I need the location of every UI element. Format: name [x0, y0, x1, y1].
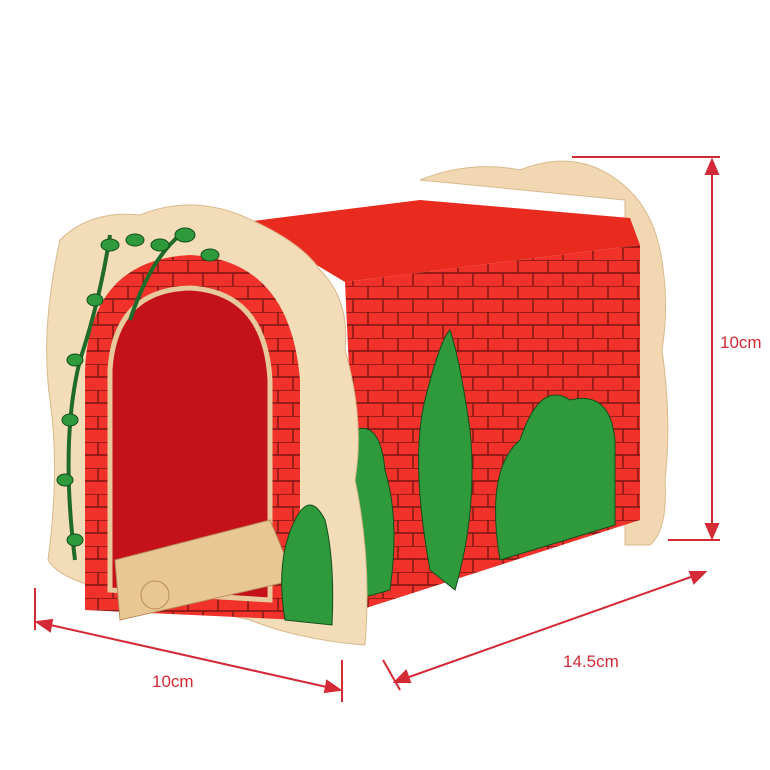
length-dimension-label: 14.5cm	[563, 652, 619, 671]
tunnel-opening	[107, 285, 273, 603]
front-bush	[281, 504, 334, 626]
height-dimension-label: 10cm	[720, 333, 762, 352]
side-tree	[418, 329, 473, 591]
width-dimension-label: 10cm	[152, 672, 194, 691]
back-wood-panel	[419, 160, 669, 546]
side-bush-right	[495, 394, 616, 561]
tunnel-roof	[245, 200, 640, 282]
track-peg	[140, 580, 170, 610]
ivy-leaves	[56, 227, 220, 547]
dimension-lines	[34, 156, 720, 702]
